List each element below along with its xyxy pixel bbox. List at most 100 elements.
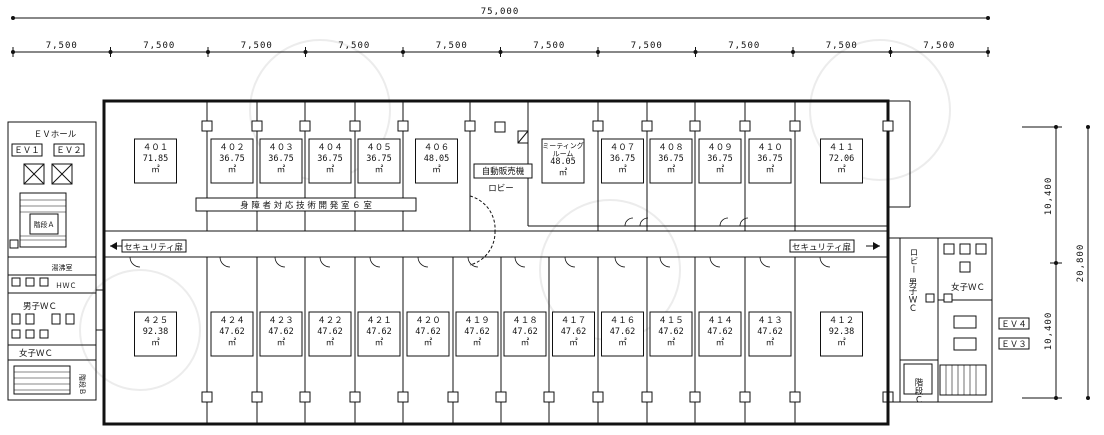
room-area-unit: ㎡: [837, 338, 846, 348]
span-dimension: 7,500: [533, 41, 565, 51]
room-area-unit: ㎡: [424, 338, 433, 348]
security-door-right: セキュリティ扉: [792, 242, 851, 253]
span-dimension: 7,500: [143, 41, 175, 51]
room-number: ４１４: [707, 316, 733, 326]
room-number: ４２５: [143, 316, 169, 326]
room-area: 47.62: [658, 327, 684, 337]
security-door-left: セキュリティ扉: [124, 242, 183, 253]
room-area: 47.62: [415, 327, 441, 337]
research-room-label: 身 障 者 対 応 技 術 開 発 室 ６ 室: [240, 200, 372, 211]
room-area: 48.05: [550, 157, 576, 167]
men-wc-left-label: 男子ＷＣ: [23, 302, 57, 312]
room-area: 47.62: [561, 327, 587, 337]
room-area: 47.62: [610, 327, 636, 337]
ev4-label: ＥＶ４: [1001, 320, 1027, 330]
kettle-room-label: 湯沸室: [52, 263, 73, 272]
dimension-lines: 75,000 7,500 7,500 7,500 7,500 7,500 7,500 7,5…: [11, 7, 990, 57]
room-number: ４０５: [366, 143, 392, 153]
room-number: ４０３: [268, 143, 294, 153]
room-area: 72.06: [829, 154, 855, 164]
room-area: 47.62: [317, 327, 343, 337]
room-number: ４１８: [512, 316, 538, 326]
room-area: 48.05: [424, 154, 450, 164]
right-dimension-lines: 10,400 10,400 20,800: [1022, 125, 1090, 400]
room-area: 47.62: [707, 327, 733, 337]
door-swing: [219, 256, 231, 268]
room-area: 47.62: [219, 327, 245, 337]
right-core: ロビー 男子ＷＣ 女子ＷＣ ＥＶ４ ＥＶ３ 階段Ｃ: [886, 237, 1030, 424]
door-swing: [467, 256, 479, 268]
ev1-label: ＥＶ１: [14, 146, 40, 156]
door-swing: [709, 256, 721, 268]
room-area-unit: ㎡: [375, 165, 384, 175]
span-dimension: 7,500: [338, 41, 370, 51]
span-dimension: 7,500: [631, 41, 663, 51]
door-swing: [624, 217, 634, 227]
span-dimension: 7,500: [923, 41, 955, 51]
lobby-right-label: ロビー: [908, 248, 918, 274]
room-area-unit: ㎡: [766, 165, 775, 175]
room-name: ミーティング: [542, 141, 584, 150]
room-area-unit: ㎡: [277, 338, 286, 348]
room-number: ４２２: [317, 316, 343, 326]
stair-b-label: 階段Ｂ: [78, 374, 87, 395]
left-core: ＥＶホール ＥＶ１ ＥＶ２ 階段Ａ 湯沸室 ＨＷＣ 男子ＷＣ: [7, 121, 104, 401]
room-area: 36.75: [757, 154, 783, 164]
room-area: 47.62: [757, 327, 783, 337]
hwc-label: ＨＷＣ: [56, 282, 77, 290]
room-area-unit: ㎡: [766, 338, 775, 348]
span-dimension: 7,500: [46, 41, 78, 51]
total-dimension: 75,000: [481, 7, 520, 17]
room-area-unit: ㎡: [151, 165, 160, 175]
room-area-unit: ㎡: [326, 165, 335, 175]
room-area: 36.75: [219, 154, 245, 164]
door-swing: [129, 256, 141, 268]
room-number: ４０７: [610, 143, 636, 153]
room-number: ４１９: [464, 316, 490, 326]
room-area: 92.38: [143, 327, 169, 337]
span-dimension: 7,500: [241, 41, 273, 51]
door-swing: [759, 256, 771, 268]
room-area-unit: ㎡: [667, 165, 676, 175]
room-area-unit: ㎡: [151, 338, 160, 348]
door-swing: [514, 256, 526, 268]
room-area-unit: ㎡: [569, 338, 578, 348]
room-number: ４２０: [415, 316, 441, 326]
door-swing: [564, 256, 576, 268]
room-number: ４２１: [366, 316, 392, 326]
room-area: 92.38: [829, 327, 855, 337]
ev-hall-label: ＥＶホール: [34, 130, 77, 140]
room-number: ４１６: [610, 316, 636, 326]
room-area-unit: ㎡: [277, 165, 286, 175]
research-room-label-box: 身 障 者 対 応 技 術 開 発 室 ６ 室: [195, 197, 417, 212]
room-area-unit: ㎡: [326, 338, 335, 348]
room-number: ４２３: [268, 316, 294, 326]
